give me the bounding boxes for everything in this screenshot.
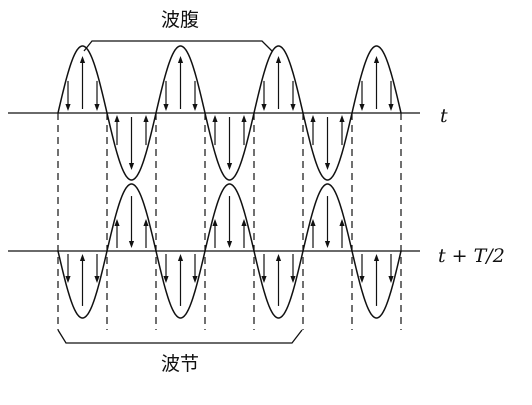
arrow-head [143, 115, 149, 122]
arrow-head [339, 115, 345, 122]
antinode-bracket [83, 40, 273, 52]
arrow-head [192, 104, 198, 111]
arrow-head [275, 254, 282, 261]
arrow-head [310, 115, 316, 122]
arrow-head [192, 276, 198, 284]
arrow-head [359, 276, 365, 284]
node-bracket [57, 329, 303, 344]
time-label-top: t [440, 105, 448, 127]
arrow-head [373, 56, 380, 64]
arrow-head [94, 276, 100, 284]
arrow-head [226, 241, 233, 248]
node-dashed-guides [57, 113, 402, 330]
arrow-head [373, 254, 380, 261]
arrow-head [94, 104, 100, 111]
arrow-head [275, 56, 282, 64]
arrow-head [65, 104, 71, 111]
arrow-head [79, 56, 86, 64]
arrow-head [241, 218, 247, 226]
time-label-bottom: t + T/2 [438, 245, 505, 267]
arrow-head [128, 162, 135, 170]
arrow-head [261, 276, 267, 284]
arrow-head [79, 254, 86, 261]
node-label: 波节 [161, 353, 199, 375]
arrow-head [226, 162, 233, 170]
arrow-head [163, 276, 169, 284]
wave-curves [57, 45, 402, 319]
arrow-head [261, 104, 267, 111]
arrow-head [339, 218, 345, 226]
arrow-head [241, 115, 247, 122]
arrow-head [290, 104, 296, 111]
arrow-head [310, 218, 316, 226]
wave-curve-t [57, 45, 402, 181]
arrow-head [290, 276, 296, 284]
arrow-head [65, 276, 71, 284]
arrow-head [177, 254, 184, 261]
arrow-head [177, 56, 184, 64]
arrow-head [388, 104, 394, 111]
wave-curve-t-plus-half-period [57, 183, 402, 319]
arrow-head [212, 218, 218, 226]
arrow-head [212, 115, 218, 122]
arrow-head [114, 115, 120, 122]
arrow-head [114, 218, 120, 226]
axes-group [8, 112, 420, 252]
arrow-head [143, 218, 149, 226]
arrow-head [324, 162, 331, 170]
arrow-head [163, 104, 169, 111]
arrow-head [388, 276, 394, 284]
arrow-head [359, 104, 365, 111]
arrow-head [324, 241, 331, 248]
antinode-label: 波腹 [161, 9, 199, 31]
displacement-arrows [65, 56, 394, 306]
arrow-head [128, 241, 135, 248]
